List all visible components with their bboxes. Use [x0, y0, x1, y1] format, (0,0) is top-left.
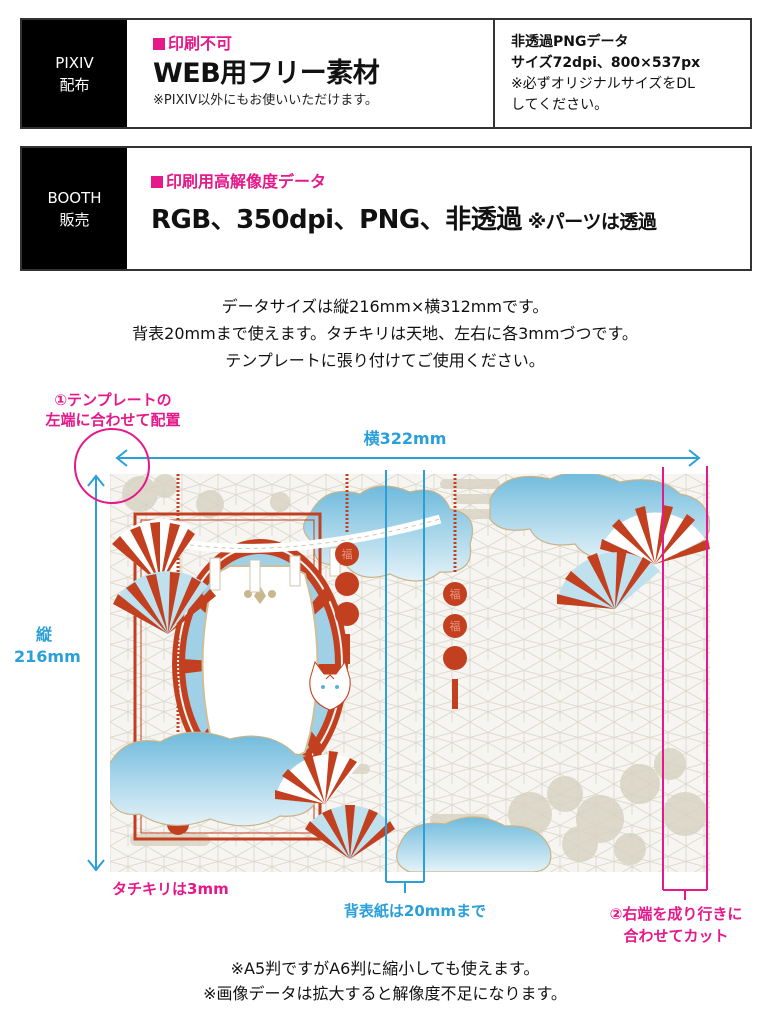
booth-info-box: BOOTH 販売 印刷用高解像度データ RGB、350dpi、PNG、非透過※パ… [20, 146, 752, 271]
booth-title: RGB、350dpi、PNG、非透過※パーツは透過 [151, 205, 657, 235]
pixiv-label: PIXIV [55, 53, 94, 72]
pixiv-note: ※PIXIV以外にもお使いいただけます。 [153, 93, 378, 108]
booth-label: BOOTH [47, 188, 102, 207]
pixiv-spec-format: 非透過PNGデータ [511, 34, 629, 50]
square-bullet-icon [153, 38, 165, 50]
step1-annotation: ①テンプレートの 左端に合わせて配置 [45, 391, 181, 429]
booth-label-panel: BOOTH 販売 [22, 148, 127, 269]
pixiv-spec-note-cont: してください。 [511, 97, 609, 113]
description-line: 背表20mmまで使えます。タチキリは天地、左右に各3mmづつです。 [132, 324, 638, 343]
description-line: テンプレートに張り付けてご使用ください。 [225, 351, 545, 370]
pixiv-label-sub: 配布 [59, 75, 90, 94]
booth-heading: 印刷用高解像度データ [151, 172, 750, 192]
pixiv-main-panel: 印刷不可 WEB用フリー素材 ※PIXIV以外にもお使いいただけます。 [127, 20, 495, 127]
height-label: 縦 216mm [14, 625, 81, 666]
svg-text:福: 福 [450, 587, 461, 601]
step2-annotation: ②右端を成り行きに 合わせてカット [609, 905, 743, 945]
pixiv-spec-note: ※必ずオリジナルサイズをDL [511, 76, 695, 92]
pixiv-spec-panel: 非透過PNGデータ サイズ72dpi、800×537px ※必ずオリジナルサイズ… [495, 20, 750, 127]
booth-label-sub: 販売 [59, 210, 90, 229]
booth-main-panel: 印刷用高解像度データ RGB、350dpi、PNG、非透過※パーツは透過 [127, 148, 750, 269]
footer-notes: ※A5判ですがA6判に縮小しても使えます。 ※画像データは拡大すると解像度不足に… [0, 956, 770, 1006]
width-label: 横322mm [363, 429, 447, 448]
pixiv-spec-size: サイズ72dpi、800×537px [511, 55, 701, 71]
trim-label: タチキリは3mm [112, 880, 229, 898]
footer-note: ※画像データは拡大すると解像度不足になります。 [203, 984, 567, 1003]
svg-text:福: 福 [342, 547, 353, 561]
width-arrow-icon [115, 449, 701, 467]
pixiv-label-panel: PIXIV 配布 [22, 20, 127, 127]
booth-title-note: ※パーツは透過 [527, 211, 657, 233]
footer-note: ※A5判ですがA6判に縮小しても使えます。 [230, 959, 540, 978]
artwork-illustration: 福 福 福 [110, 474, 710, 872]
description-line: データサイズは縦216mm×横312mmです。 [221, 297, 549, 316]
pixiv-heading: 印刷不可 [153, 34, 493, 54]
svg-text:福: 福 [450, 619, 461, 633]
square-bullet-icon [151, 176, 163, 188]
pixiv-info-box: PIXIV 配布 印刷不可 WEB用フリー素材 ※PIXIV以外にもお使いいただ… [20, 18, 752, 129]
pixiv-title: WEB用フリー素材 [153, 58, 380, 89]
spine-label: 背表紙は20mmまで [343, 902, 487, 920]
height-arrow-icon [87, 474, 105, 872]
cover-artwork-preview: 福 福 福 [110, 474, 710, 872]
size-description: データサイズは縦216mm×横312mmです。 背表20mmまで使えます。タチキ… [0, 293, 770, 374]
